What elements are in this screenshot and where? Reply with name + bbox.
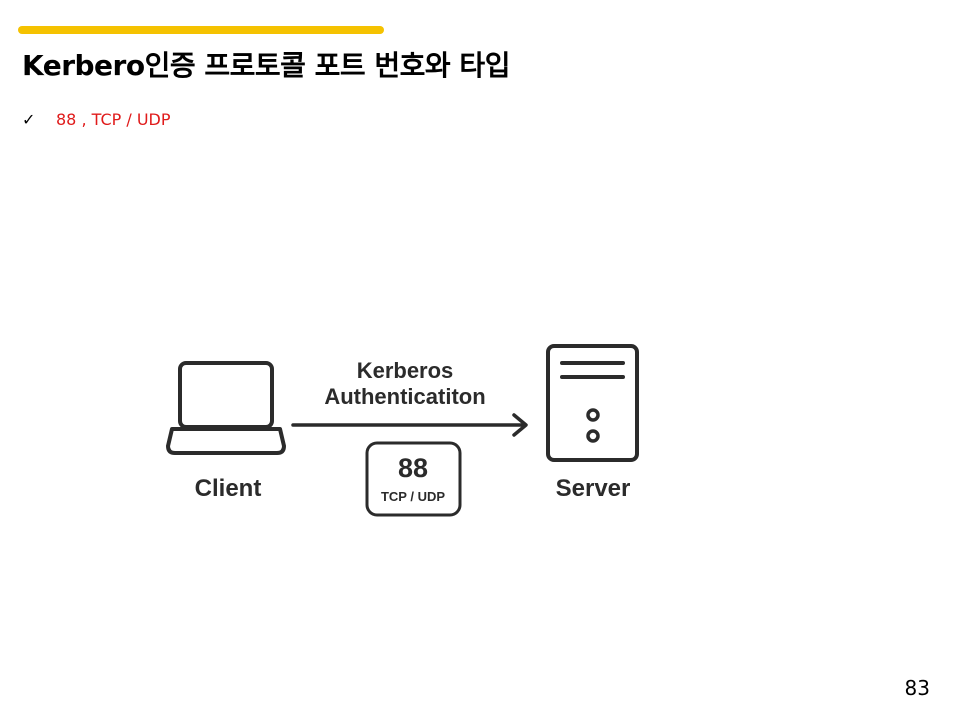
server-label: Server: [556, 475, 631, 502]
port-protocol: TCP / UDP: [381, 489, 445, 504]
checkmark-icon: ✓: [22, 110, 36, 129]
bullet-text: 88 , TCP / UDP: [56, 110, 171, 129]
bullet-item: ✓ 88 , TCP / UDP: [22, 110, 171, 129]
slide-title: Kerbero인증 프로토콜 포트 번호와 타입: [22, 49, 510, 82]
client-label: Client: [195, 475, 262, 502]
kerberos-diagram: Client Kerberos Authenticatiton 88 TCP /…: [166, 344, 639, 517]
port-number: 88: [398, 453, 428, 483]
arrow-right-icon: [291, 413, 528, 437]
laptop-icon: [166, 361, 286, 455]
title-accent-bar: [18, 26, 384, 34]
page-number: 83: [904, 676, 930, 700]
connection-label-line2: Authenticatiton: [324, 384, 485, 409]
connection-label-line1: Kerberos: [357, 358, 454, 383]
server-icon: [546, 344, 639, 462]
port-box: [365, 441, 462, 517]
